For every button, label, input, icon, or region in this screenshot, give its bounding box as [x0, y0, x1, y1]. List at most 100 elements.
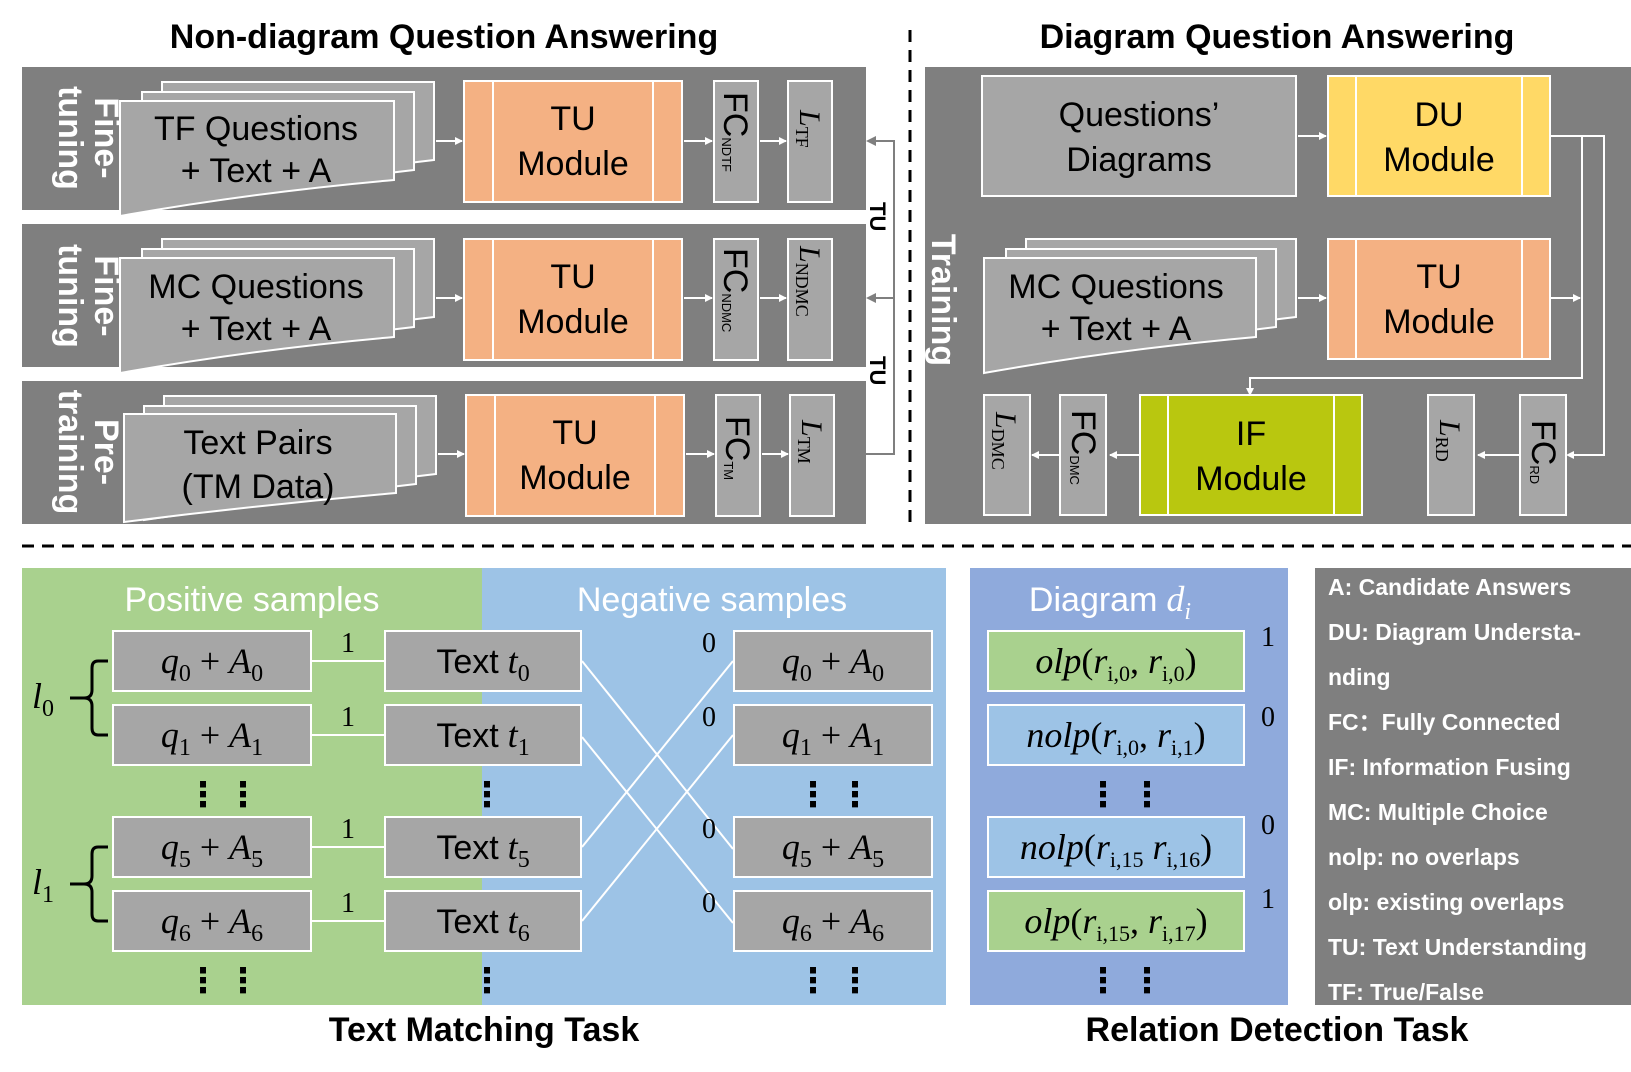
qa-label: q1 + A1: [782, 715, 884, 761]
fc-label: FC: [716, 92, 754, 137]
relation-formula: nolp(ri,0, ri,1): [1026, 715, 1205, 760]
questions-line2: Diagrams: [1066, 141, 1211, 179]
du-line1: DU: [1414, 96, 1463, 134]
legend-item: A: Candidate Answers: [1328, 574, 1571, 600]
mc-input-stack: MC Questions + Text + A: [983, 238, 1297, 375]
svg-text:LRD: LRD: [1432, 419, 1466, 462]
match-label: 1: [341, 702, 355, 733]
module-line2: Module: [519, 459, 631, 497]
module-line1: TU: [550, 258, 595, 296]
relation-formula: olp(ri,0, ri,0): [1035, 641, 1196, 686]
loss-label: L: [793, 245, 826, 263]
qa-label: q6 + A6: [782, 901, 884, 947]
relation-item: [987, 630, 1245, 692]
relation-item: [987, 704, 1245, 766]
input-line2: (TM Data): [182, 468, 335, 506]
legend-item: olp: existing overlaps: [1328, 889, 1564, 915]
questions-line1: Questions’: [1059, 96, 1220, 134]
fc-rd-subscript: RD: [1527, 465, 1542, 484]
input-line1: MC Questions: [148, 268, 363, 306]
match-label: 1: [341, 814, 355, 845]
fc-rd-label: FC: [1524, 420, 1562, 465]
abbreviation-legend: A: Candidate Answers DU: Diagram Underst…: [1315, 568, 1631, 1005]
loss-label: L: [793, 109, 826, 127]
match-label: 0: [702, 628, 716, 659]
svg-text:⋮: ⋮: [1130, 961, 1164, 1001]
l-rd-subscript: RD: [1432, 437, 1452, 462]
l-dmc-box: LDMC: [983, 394, 1031, 516]
svg-text:⋮: ⋮: [186, 961, 220, 1001]
text-label: Text t5: [436, 827, 529, 873]
text-label: Text t0: [436, 641, 529, 687]
relation-formula: nolp(ri,15 ri,16): [1020, 827, 1212, 872]
fc-subscript: TM: [721, 461, 736, 480]
svg-text:LNDMC: LNDMC: [792, 245, 826, 317]
module-line1: TU: [552, 414, 597, 452]
qa-label: q5 + A5: [161, 827, 263, 873]
svg-text:FCNDTF: FCNDTF: [716, 92, 754, 172]
positive-pair-links: [312, 660, 384, 922]
loss-label: L: [795, 419, 828, 437]
du-line2: Module: [1383, 141, 1495, 179]
tu-module: TU Module: [465, 394, 685, 517]
tu-transfer-connectors: TU TU: [865, 136, 895, 455]
relation-formula: olp(ri,15, ri,17): [1024, 901, 1207, 946]
diagram-qa-title: Diagram Question Answering: [1040, 18, 1515, 56]
legend-item: TF: True/False: [1328, 979, 1484, 1005]
negative-question-boxes: q0 + A0 q1 + A1 q5 + A5 q6 + A6: [733, 630, 933, 952]
finetuning-tf-panel: tuning Fine- TF Questions + Text + A TU …: [22, 67, 866, 218]
legend-item: FC：Fully Connected: [1328, 709, 1561, 735]
loss-subscript: TF: [792, 127, 812, 148]
svg-text:⋮: ⋮: [1086, 961, 1120, 1001]
diagram-header: Diagram di: [1029, 579, 1191, 625]
svg-text:FCRD: FCRD: [1524, 420, 1562, 484]
input-line1: TF Questions: [154, 110, 358, 148]
side-label-bottom: training: [51, 390, 89, 515]
match-label: 0: [702, 814, 716, 845]
svg-text:⋮: ⋮: [796, 961, 830, 1001]
text-boxes: Text t0 Text t1 Text t5 Text t6: [384, 630, 582, 952]
legend-item: IF: Information Fusing: [1328, 754, 1571, 780]
group-label: l0: [32, 676, 54, 722]
svg-text:FCTM: FCTM: [718, 416, 756, 480]
svg-text:⋮: ⋮: [226, 961, 260, 1001]
qa-label: q0 + A0: [161, 641, 263, 687]
module-line2: Module: [517, 145, 629, 183]
svg-text:⋮: ⋮: [838, 775, 872, 815]
side-label-top: Fine-: [87, 97, 125, 178]
legend-item: DU: Diagram Understa-: [1328, 619, 1581, 645]
relation-item: [987, 816, 1245, 878]
ellipsis-marks: ⋮ ⋮ ⋮ ⋮ ⋮ ⋮ ⋮ ⋮ ⋮ ⋮: [186, 775, 872, 1001]
l-dmc-subscript: DMC: [988, 429, 1008, 470]
side-label-bottom: tuning: [51, 86, 89, 190]
qa-label: q6 + A6: [161, 901, 263, 947]
svg-text:LTF: LTF: [792, 109, 826, 148]
input-line2: + Text + A: [181, 310, 332, 348]
input-line2: + Text + A: [181, 152, 332, 190]
match-label: 0: [702, 888, 716, 919]
module-line1: TU: [550, 100, 595, 138]
legend-item: MC: Multiple Choice: [1328, 799, 1548, 825]
loss-subscript: NDMC: [792, 263, 812, 317]
group-label: l1: [32, 862, 54, 908]
fc-layer: FCTM: [715, 394, 761, 517]
svg-text:LTM: LTM: [794, 419, 828, 464]
qa-label: q0 + A0: [782, 641, 884, 687]
fc-layer: FCNDTF: [713, 80, 759, 203]
relation-detection-panel: Diagram di olp(ri,0, ri,0) nolp(ri,0, ri…: [970, 568, 1288, 1005]
legend-item: nding: [1328, 664, 1391, 690]
pretraining-panel: training Pre- Text Pairs (TM Data) TU Mo…: [22, 381, 866, 524]
questions-diagrams-box: Questions’ Diagrams: [981, 75, 1297, 197]
svg-text:⋮: ⋮: [796, 775, 830, 815]
du-module: DU Module: [1327, 75, 1551, 197]
text-matching-title: Text Matching Task: [329, 1011, 640, 1049]
text-label: Text t6: [436, 901, 529, 947]
relation-label: 1: [1261, 622, 1275, 653]
l-dmc-label: L: [989, 411, 1022, 429]
svg-text:⋮: ⋮: [838, 961, 872, 1001]
loss-box: LNDMC: [787, 238, 833, 361]
match-label: 1: [341, 628, 355, 659]
side-label-bottom: tuning: [51, 244, 89, 348]
fc-subscript: NDTF: [719, 137, 734, 172]
